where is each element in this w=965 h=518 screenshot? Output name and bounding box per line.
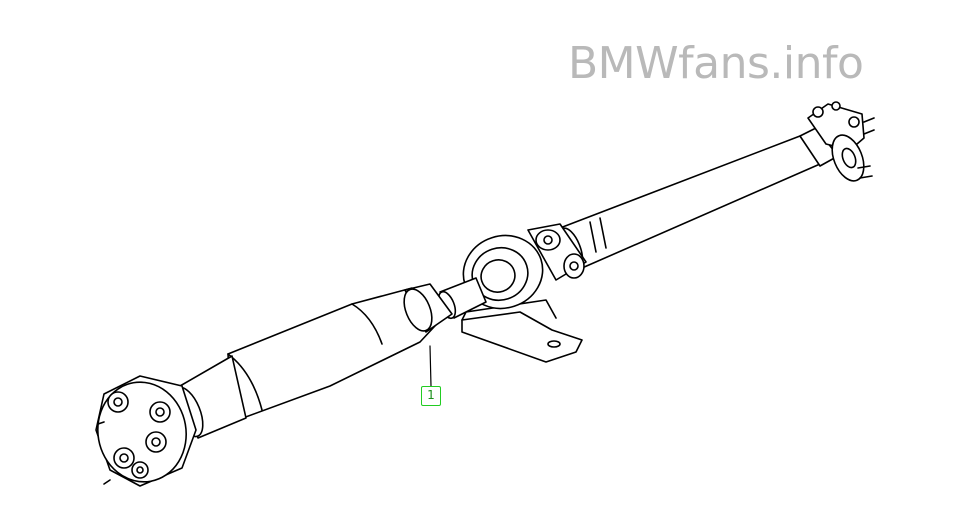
center-bearing: [462, 234, 544, 310]
watermark-logo: BMWfans.info: [568, 38, 864, 89]
watermark-suffix: .info: [769, 38, 864, 89]
center-bearing-bracket: [461, 299, 583, 363]
center-universal-joint: [527, 223, 587, 281]
rear-shaft-tube: [558, 135, 821, 269]
watermark-brand: BMWfans: [568, 38, 770, 89]
front-shaft-tube: [227, 283, 453, 423]
rear-flange: [799, 101, 875, 182]
callout-part-1[interactable]: 1: [421, 386, 441, 406]
front-flex-disc: [95, 375, 197, 487]
callout-leader-line: [429, 345, 432, 387]
